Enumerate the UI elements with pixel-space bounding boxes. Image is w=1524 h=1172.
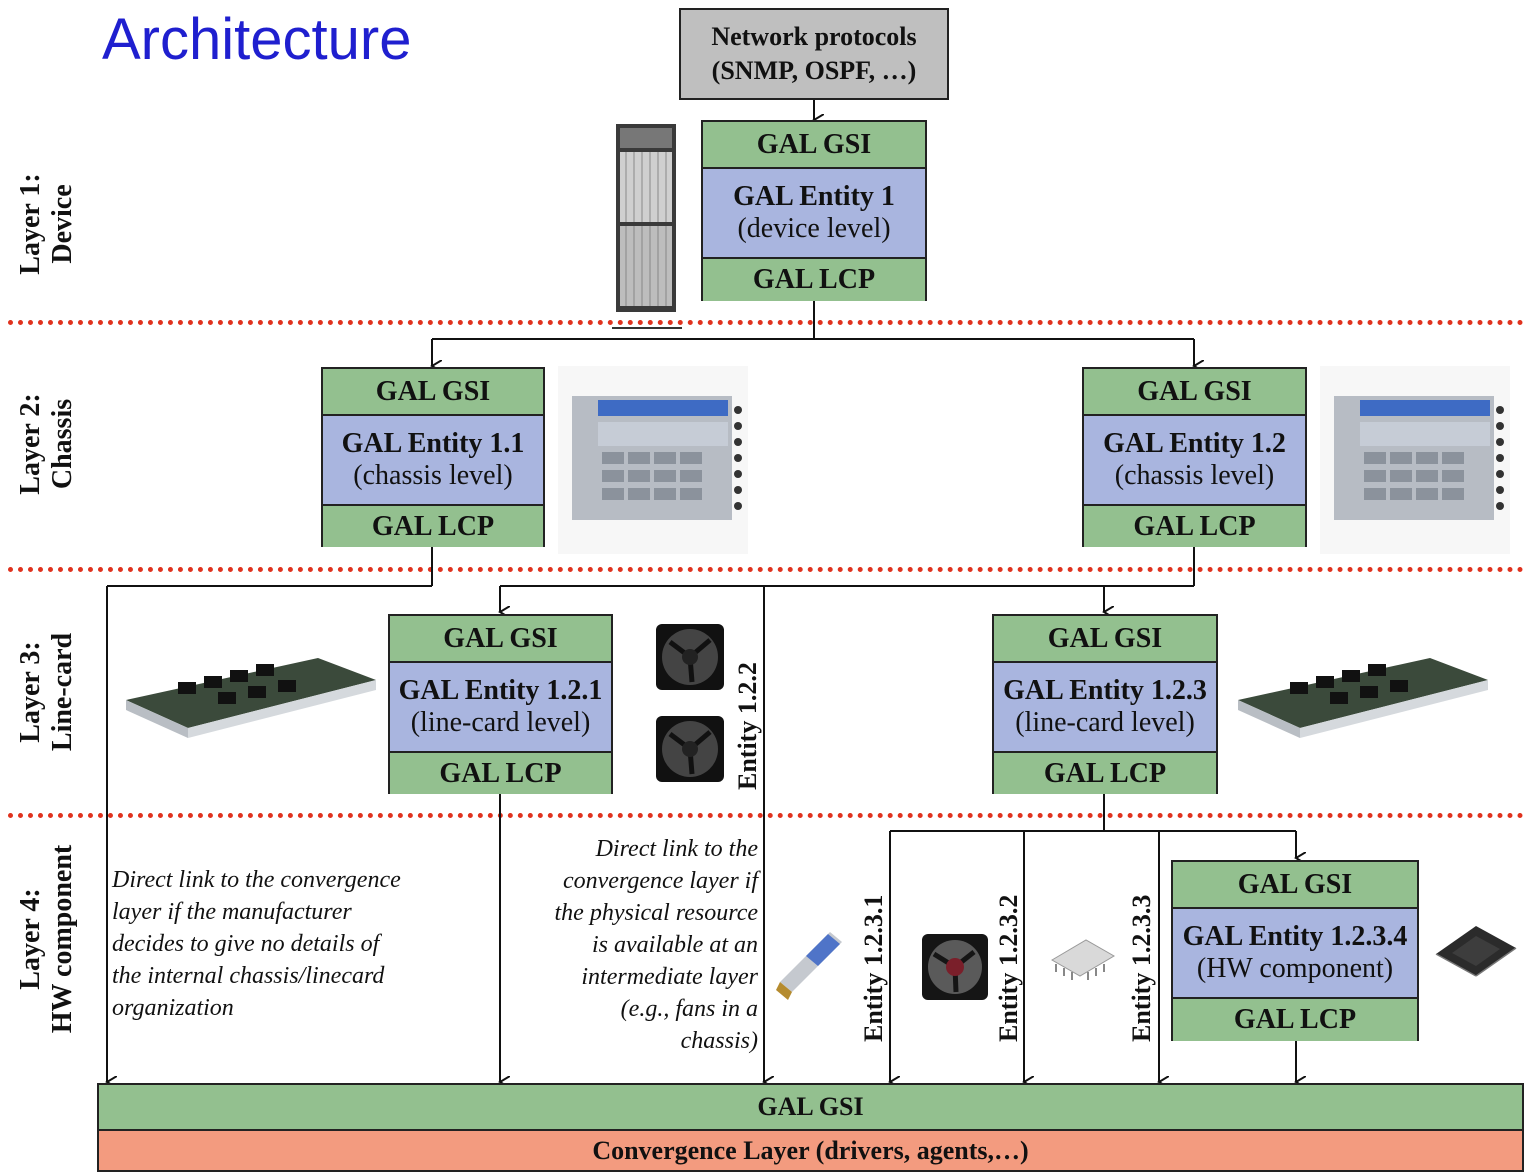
gal-gsi: GAL GSI [323, 369, 543, 416]
entity-1-2-2-label: Entity 1.2.2 [733, 662, 762, 790]
entity-body: GAL Entity 1.2.3(line-card level) [994, 663, 1216, 751]
gal-lcp: GAL LCP [323, 504, 543, 547]
gal-gsi: GAL GSI [390, 616, 611, 663]
layer-divider-1 [8, 320, 1524, 325]
processor-image [1435, 926, 1517, 977]
gal-gsi: GAL GSI [994, 616, 1216, 663]
line-card-image-right [1238, 658, 1488, 738]
convergence-layer-bar: Convergence Layer (drivers, agents,…) [97, 1131, 1524, 1172]
entity-body: GAL Entity 1(device level) [703, 169, 925, 257]
gal-lcp: GAL LCP [994, 751, 1216, 794]
gal-gsi: GAL GSI [1084, 369, 1305, 416]
gal-lcp: GAL LCP [390, 751, 611, 794]
gal-entity-1-2-1-box: GAL GSI GAL Entity 1.2.1(line-card level… [388, 614, 613, 794]
entity-body: GAL Entity 1.1(chassis level) [323, 416, 543, 504]
entity-1-2-3-1-label: Entity 1.2.3.1 [859, 894, 888, 1042]
gal-entity-1-2-box: GAL GSI GAL Entity 1.2(chassis level) GA… [1082, 367, 1307, 547]
page-title: Architecture [102, 7, 412, 72]
layer-divider-3 [8, 813, 1524, 818]
gal-entity-1-2-3-box: GAL GSI GAL Entity 1.2.3(line-card level… [992, 614, 1218, 794]
fan-image-bottom [656, 716, 724, 782]
fan-image-top [656, 624, 724, 690]
line-card-image-left [126, 658, 376, 738]
bottom-gal-gsi-bar: GAL GSI [97, 1083, 1524, 1131]
note-direct-link-intermediate: Direct link to the convergence layer if … [554, 836, 759, 1054]
chip-image [1051, 939, 1115, 980]
note-direct-link-manufacturer: Direct link to the convergence layer if … [112, 867, 401, 1021]
gal-lcp: GAL LCP [1173, 997, 1417, 1041]
chassis-image-left [558, 366, 748, 554]
entity-body: GAL Entity 1.2(chassis level) [1084, 416, 1305, 504]
gal-lcp: GAL LCP [703, 257, 925, 301]
fan-image-hw [922, 934, 988, 1000]
chassis-image-right [1320, 366, 1510, 554]
gal-lcp: GAL LCP [1084, 504, 1305, 547]
gal-entity-1-1-box: GAL GSI GAL Entity 1.1(chassis level) GA… [321, 367, 545, 547]
entity-1-2-3-2-label: Entity 1.2.3.2 [994, 894, 1023, 1042]
gal-gsi: GAL GSI [1173, 862, 1417, 909]
network-protocols-box: Network protocols (SNMP, OSPF, …) [679, 8, 949, 100]
entity-body: GAL Entity 1.2.1(line-card level) [390, 663, 611, 751]
layer-divider-2 [8, 567, 1524, 572]
entity-body: GAL Entity 1.2.3.4(HW component) [1173, 909, 1417, 997]
gal-entity-1-2-3-4-box: GAL GSI GAL Entity 1.2.3.4(HW component)… [1171, 860, 1419, 1041]
transceiver-image [776, 932, 842, 1000]
gal-gsi: GAL GSI [703, 122, 925, 169]
router-device-image [612, 124, 682, 329]
entity-1-2-3-3-label: Entity 1.2.3.3 [1127, 894, 1156, 1042]
gal-entity-1-box: GAL GSI GAL Entity 1(device level) GAL L… [701, 120, 927, 301]
